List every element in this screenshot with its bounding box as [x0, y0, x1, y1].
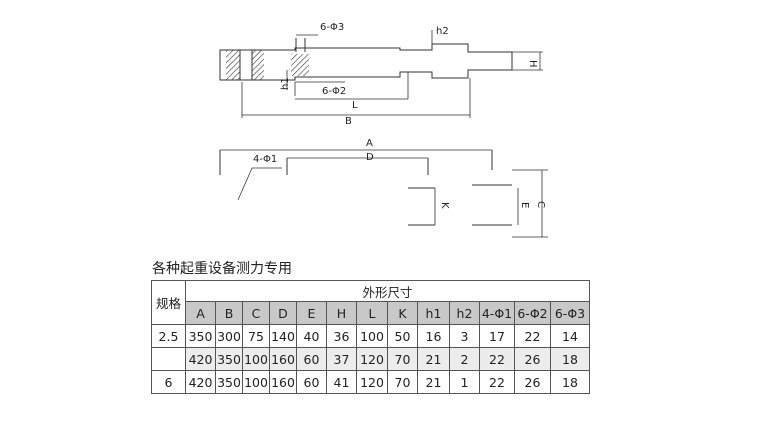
- column-header: h2: [449, 301, 480, 325]
- column-header: h1: [417, 301, 450, 325]
- column-header: H: [326, 301, 357, 325]
- column-header-row: A B C D E H L K h1 h2 4-Φ1 6-Φ2 6-Φ3: [152, 301, 590, 325]
- table-cell: 160: [269, 347, 297, 371]
- table-row: 6 420 350 100 160 60 41 120 70 21 1 22 2…: [151, 370, 590, 394]
- table-row: 420 350 100 160 60 37 120 70 21 2 22 26 …: [151, 347, 590, 371]
- table-cell: 22: [479, 347, 515, 371]
- table-cell: 420: [185, 370, 216, 394]
- table-cell: 41: [326, 370, 357, 394]
- dimensions-header: 外形尺寸: [185, 280, 590, 302]
- table-cell: 21: [417, 370, 450, 394]
- label-d: D: [366, 152, 374, 163]
- label-six-phi2: 6-Φ2: [322, 86, 346, 97]
- table-cell: 22: [479, 370, 515, 394]
- label-six-phi3: 6-Φ3: [320, 22, 344, 33]
- table-cell: 350: [185, 324, 216, 348]
- table-cell: 2: [449, 347, 480, 371]
- table-cell: 160: [269, 370, 297, 394]
- table-row: 2.5 350 300 75 140 40 36 100 50 16 3 17 …: [151, 324, 590, 348]
- table-cell: 60: [296, 347, 327, 371]
- label-l: L: [352, 100, 358, 111]
- table-cell: 100: [242, 370, 270, 394]
- beam-side-view: [219, 30, 543, 118]
- column-header: 4-Φ1: [479, 301, 515, 325]
- model-cell: 6: [151, 370, 186, 394]
- table-cell: 37: [326, 347, 357, 371]
- table-cell: 22: [514, 324, 551, 348]
- table-cell: 40: [296, 324, 327, 348]
- table-cell: 75: [242, 324, 270, 348]
- column-header: B: [215, 301, 243, 325]
- model-cell: 2.5: [151, 324, 186, 348]
- table-cell: 420: [185, 347, 216, 371]
- table-cell: 120: [356, 347, 388, 371]
- model-header: 规格: [151, 280, 186, 325]
- column-header: L: [356, 301, 388, 325]
- spec-table: 规格 外形尺寸 A B C D E H L K h1 h2 4-Φ1 6-Φ2 …: [151, 280, 590, 394]
- table-cell: 18: [550, 370, 590, 394]
- column-header: K: [387, 301, 418, 325]
- table-cell: 1: [449, 370, 480, 394]
- table-cell: 16: [417, 324, 450, 348]
- beam-bottom-view: [219, 149, 548, 238]
- table-cell: 21: [417, 347, 450, 371]
- caption: 各种起重设备测力专用: [152, 261, 292, 277]
- table-cell: 60: [296, 370, 327, 394]
- label-h2: h2: [436, 26, 449, 37]
- table-cell: 17: [479, 324, 515, 348]
- table-cell: 70: [387, 370, 418, 394]
- column-header: D: [269, 301, 297, 325]
- table-cell: 14: [550, 324, 590, 348]
- model-cell: [151, 347, 186, 371]
- label-h1: h1: [280, 77, 291, 90]
- table-cell: 3: [449, 324, 480, 348]
- table-cell: 50: [387, 324, 418, 348]
- table-cell: 300: [215, 324, 243, 348]
- label-h: H: [527, 60, 538, 68]
- table-cell: 18: [550, 347, 590, 371]
- table-cell: 70: [387, 347, 418, 371]
- table-cell: 100: [356, 324, 388, 348]
- label-b: B: [345, 116, 352, 127]
- column-header: A: [185, 301, 216, 325]
- column-header: C: [242, 301, 270, 325]
- column-header: E: [296, 301, 327, 325]
- label-k: K: [439, 202, 450, 209]
- label-c: C: [535, 201, 546, 208]
- technical-drawing: 6-Φ3 h2 H h1 6-Φ2 L B A D 4-Φ1 K E C: [219, 22, 548, 238]
- table-cell: 350: [215, 347, 243, 371]
- label-a: A: [366, 138, 373, 149]
- table-cell: 140: [269, 324, 297, 348]
- table-cell: 350: [215, 370, 243, 394]
- column-header: 6-Φ3: [550, 301, 590, 325]
- table-cell: 100: [242, 347, 270, 371]
- table-cell: 26: [514, 347, 551, 371]
- label-four-phi1: 4-Φ1: [253, 154, 277, 165]
- table-cell: 120: [356, 370, 388, 394]
- column-header: 6-Φ2: [514, 301, 551, 325]
- table-cell: 36: [326, 324, 357, 348]
- table-cell: 26: [514, 370, 551, 394]
- label-e: E: [519, 202, 530, 208]
